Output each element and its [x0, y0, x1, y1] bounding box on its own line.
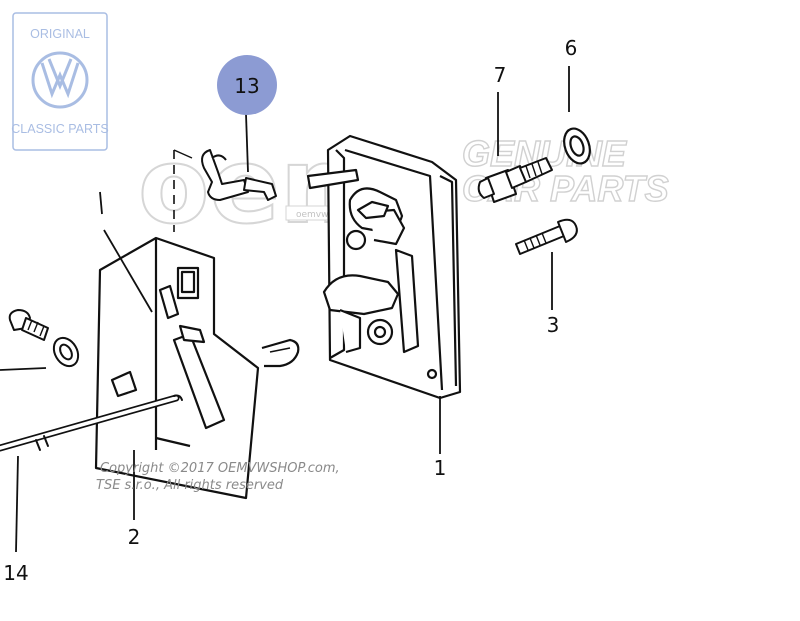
callout-14[interactable]: 14: [3, 561, 28, 585]
leader-top-left-a: [99, 191, 103, 215]
callout-2[interactable]: 2: [128, 525, 141, 549]
part-left-washer: [52, 336, 80, 368]
logo-line2: CLASSIC PARTS: [11, 122, 109, 136]
part-3-screw: [515, 218, 578, 255]
callout-13-highlight: [217, 55, 277, 115]
part-1-door-lock: [306, 134, 462, 400]
part-7-stud: [477, 157, 553, 203]
callout-13-label: 13: [234, 74, 259, 98]
vw-emblem-icon: [31, 51, 89, 109]
original-classic-parts-logo: ORIGINAL CLASSIC PARTS: [11, 12, 109, 151]
copyright-line1: Copyright ©2017 OEMVWSHOP.com,: [100, 461, 340, 476]
part-6-washer: [563, 127, 591, 165]
callout-13[interactable]: 13: [217, 55, 277, 115]
leader-lines: [0, 66, 570, 553]
part-13-clip: [201, 149, 277, 201]
copyright-line2: TSE s.r.o., All rights reserved: [96, 478, 284, 493]
part-14-rod: [0, 394, 183, 452]
leader-left-bolt: [0, 367, 47, 371]
part-2-bracket-plate: [94, 236, 260, 500]
watermark-line1: GENUINE: [462, 133, 627, 174]
leader-top-left-b: [103, 229, 153, 313]
leader-13: [245, 113, 249, 173]
callout-1[interactable]: 1: [434, 456, 447, 480]
logo-line1: ORIGINAL: [30, 27, 90, 41]
callout-7[interactable]: 7: [494, 63, 507, 87]
part-hook-clip: [261, 338, 300, 368]
leader-14: [15, 455, 19, 553]
leader-13-dash-b: [173, 149, 193, 159]
part-left-bolt: [8, 309, 49, 341]
part-hook-clip-inner: [269, 347, 291, 353]
callout-3[interactable]: 3: [547, 313, 560, 337]
callout-6[interactable]: 6: [565, 36, 578, 60]
